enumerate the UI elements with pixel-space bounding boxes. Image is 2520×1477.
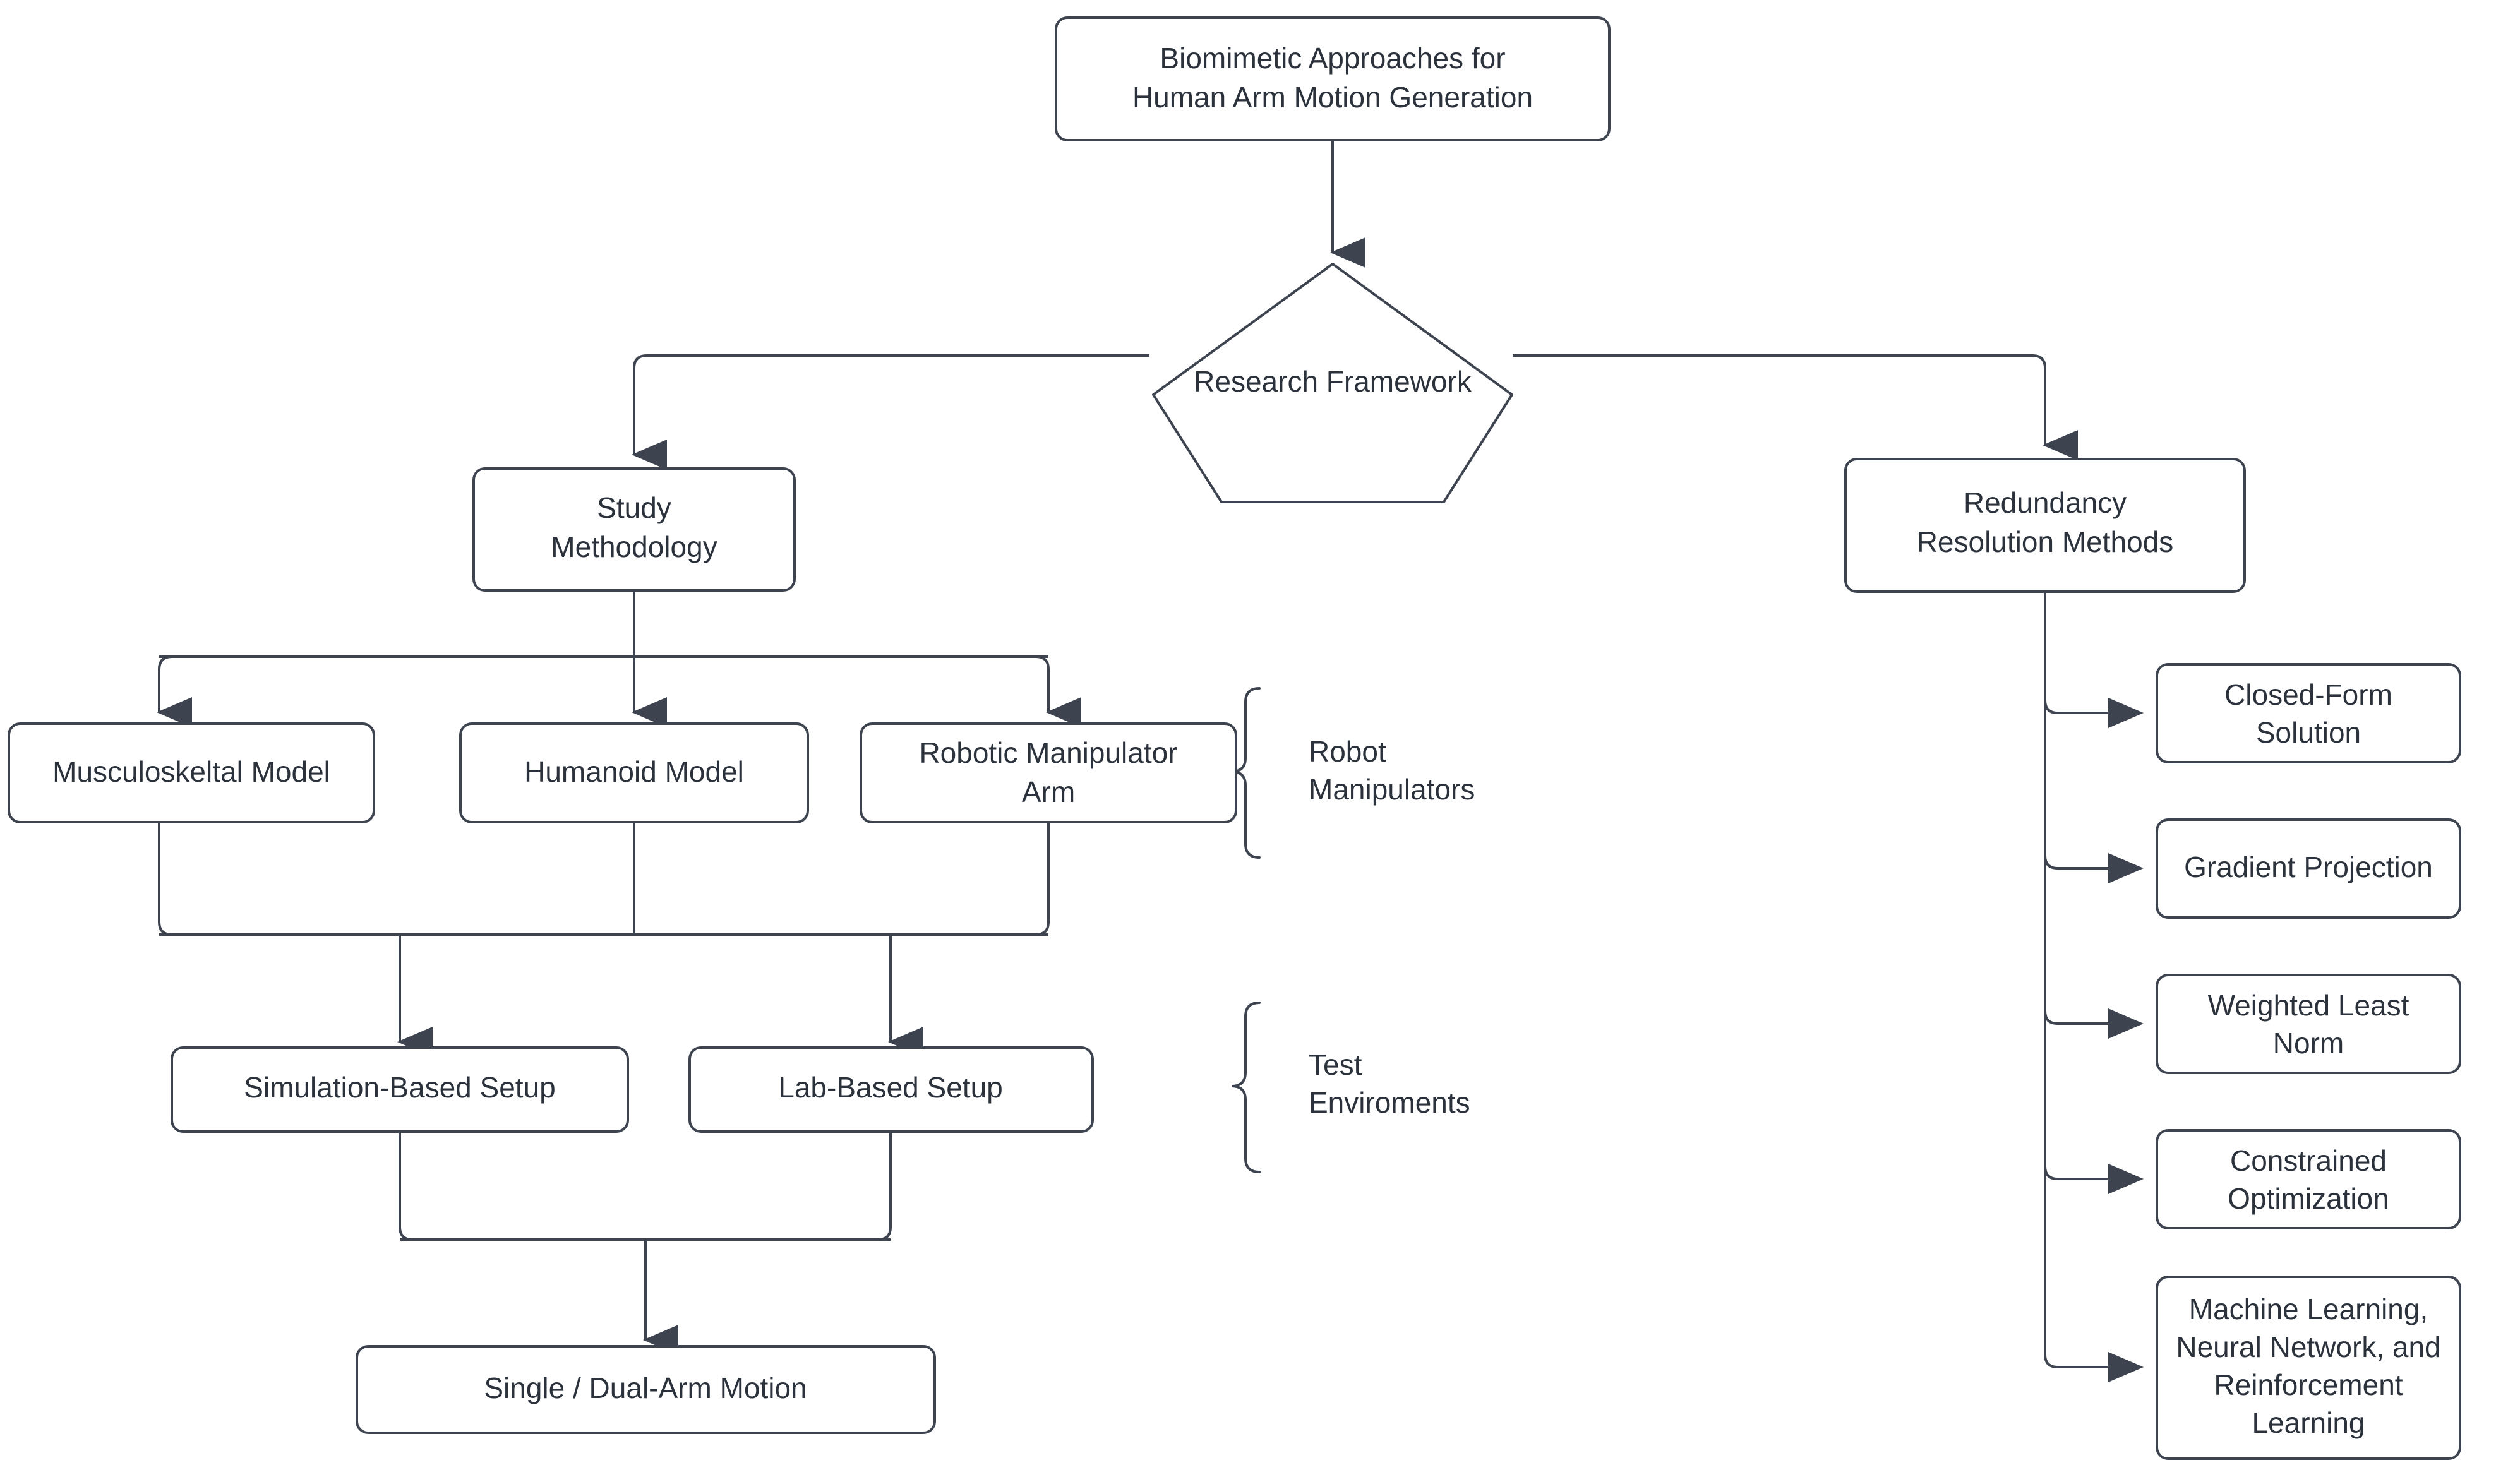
node-weighted-least-norm[interactable]: Weighted Least Norm <box>2156 974 2461 1074</box>
node-constrained-optimization-rect[interactable] <box>2156 1129 2461 1229</box>
group-label-robot-manipulators-line2: Manipulators <box>1309 773 1475 806</box>
node-machine-learning-label-line1: Machine Learning, <box>2189 1293 2428 1325</box>
node-research-framework[interactable]: Research Framework <box>1152 263 1513 503</box>
node-research-framework-pentagon[interactable] <box>1152 263 1513 503</box>
node-musculoskeltal-model[interactable]: Musculoskeltal Model <box>8 722 375 823</box>
node-single-dual-arm-motion[interactable]: Single / Dual-Arm Motion <box>356 1345 936 1434</box>
edge-simulation-down <box>399 1132 413 1241</box>
node-study-methodology-label-line1: Study <box>597 491 671 524</box>
node-humanoid-model[interactable]: Humanoid Model <box>459 722 809 823</box>
node-musculoskeltal-rect[interactable] <box>8 722 375 823</box>
edge-framework-to-redundancy <box>1513 354 2078 460</box>
node-weighted-least-norm-label-line1: Weighted Least <box>2208 989 2409 1022</box>
edge-redundancy-to-weighted-least-norm <box>2044 1008 2144 1039</box>
group-label-robot-manipulators: Robot Manipulators <box>1309 735 1475 806</box>
node-motion-rect[interactable] <box>356 1345 936 1434</box>
node-constrained-optimization[interactable]: Constrained Optimization <box>2156 1129 2461 1229</box>
edge-redundancy-to-gradient-projection <box>2044 853 2144 883</box>
node-redundancy-resolution-methods[interactable]: Redundancy Resolution Methods <box>1844 458 2246 593</box>
node-gradient-projection-rect[interactable] <box>2156 818 2461 919</box>
node-manipulator-rect[interactable] <box>860 722 1237 823</box>
edge-redundancy-to-constrained-optimization <box>2044 1164 2144 1194</box>
node-closed-form-label-line2: Solution <box>2256 716 2361 749</box>
edge-lab-down <box>877 1132 892 1241</box>
node-humanoid-label: Humanoid Model <box>524 755 744 788</box>
node-root-rect[interactable] <box>1055 16 1611 141</box>
edge-manipulator-down <box>1035 822 1050 936</box>
node-lab-based-setup[interactable]: Lab-Based Setup <box>688 1046 1094 1133</box>
node-musculoskeltal-label: Musculoskeltal Model <box>52 755 330 788</box>
node-constrained-optimization-label-line2: Optimization <box>2228 1182 2389 1215</box>
brace-test-environments <box>1231 1002 1261 1173</box>
node-closed-form-solution[interactable]: Closed-Form Solution <box>2156 663 2461 763</box>
node-root-label-line1: Biomimetic Approaches for <box>1160 42 1505 75</box>
edge-redundancy-to-closed-form <box>2044 698 2144 728</box>
node-weighted-least-norm-rect[interactable] <box>2156 974 2461 1074</box>
node-study-methodology-rect[interactable] <box>472 467 796 592</box>
edge-musculoskeltal-down <box>158 822 172 936</box>
node-machine-learning-label-line2: Neural Network, and <box>2176 1330 2440 1363</box>
node-research-framework-label: Research Framework <box>1194 365 1472 398</box>
node-manipulator-label-line1: Robotic Manipulator <box>919 736 1177 769</box>
edge-framework-to-methodology <box>632 354 1149 470</box>
node-machine-learning-label-line4: Learning <box>2252 1406 2365 1439</box>
group-label-test-environments-line1: Test <box>1309 1048 1362 1081</box>
node-redundancy-label-line1: Redundancy <box>1964 486 2127 519</box>
group-label-robot-manipulators-line1: Robot <box>1309 735 1386 768</box>
node-lab-label: Lab-Based Setup <box>778 1071 1003 1104</box>
node-simulation-label: Simulation-Based Setup <box>244 1071 556 1104</box>
node-weighted-least-norm-label-line2: Norm <box>2273 1027 2344 1060</box>
node-study-methodology-label-line2: Methodology <box>551 530 717 563</box>
node-robotic-manipulator-arm[interactable]: Robotic Manipulator Arm <box>860 722 1237 823</box>
node-gradient-projection[interactable]: Gradient Projection <box>2156 818 2461 919</box>
node-redundancy-rect[interactable] <box>1844 458 2246 593</box>
node-machine-learning-label-line3: Reinforcement <box>2214 1368 2403 1401</box>
node-root-label-line2: Human Arm Motion Generation <box>1132 81 1533 114</box>
node-motion-label: Single / Dual-Arm Motion <box>484 1372 807 1404</box>
node-redundancy-label-line2: Resolution Methods <box>1917 525 2174 558</box>
node-humanoid-rect[interactable] <box>459 722 809 823</box>
node-lab-rect[interactable] <box>688 1046 1094 1133</box>
node-simulation-rect[interactable] <box>171 1046 629 1133</box>
node-machine-learning-rect[interactable] <box>2156 1276 2461 1460</box>
node-machine-learning[interactable]: Machine Learning, Neural Network, and Re… <box>2156 1276 2461 1460</box>
node-study-methodology[interactable]: Study Methodology <box>472 467 796 592</box>
node-closed-form-rect[interactable] <box>2156 663 2461 763</box>
group-label-test-environments: Test Enviroments <box>1309 1048 1470 1119</box>
edge-redundancy-spine <box>2044 592 2058 1368</box>
edge-split-to-musculoskeltal <box>157 655 192 727</box>
node-constrained-optimization-label-line1: Constrained <box>2230 1144 2387 1177</box>
node-manipulator-label-line2: Arm <box>1022 775 1075 808</box>
node-root[interactable]: Biomimetic Approaches for Human Arm Moti… <box>1055 16 1611 141</box>
node-closed-form-label-line1: Closed-Form <box>2224 678 2392 711</box>
node-gradient-projection-label: Gradient Projection <box>2184 851 2433 883</box>
edge-split-to-manipulator <box>1035 655 1081 727</box>
node-simulation-based-setup[interactable]: Simulation-Based Setup <box>171 1046 629 1133</box>
group-label-test-environments-line2: Enviroments <box>1309 1086 1470 1119</box>
